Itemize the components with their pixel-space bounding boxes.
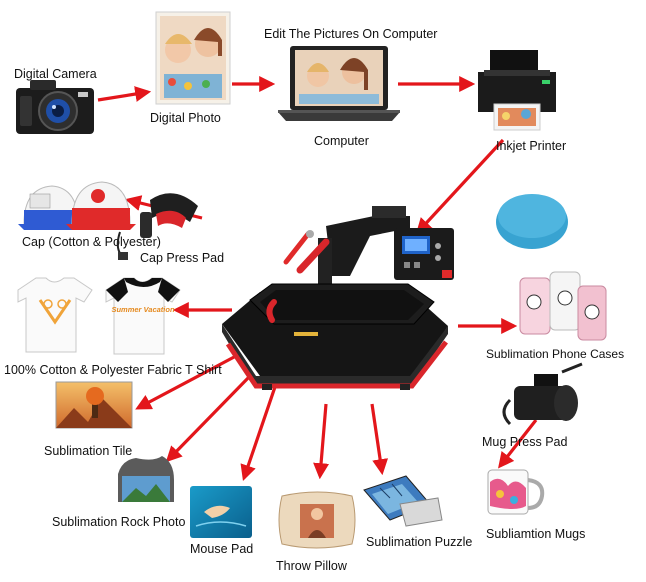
label-rock-photo: Sublimation Rock Photo xyxy=(52,515,185,529)
puzzle-icon xyxy=(363,475,443,527)
shirt-print-text: Summer Vacation xyxy=(111,305,174,314)
arrow-machine-to-tile xyxy=(135,354,237,410)
label-inkjet-printer: Inkjet Printer xyxy=(496,139,566,153)
arrow-machine-to-puzzle xyxy=(370,403,389,476)
label-computer: Computer xyxy=(314,134,369,148)
mug-blank-icon xyxy=(496,194,568,249)
arrow-mugpad-to-mugs xyxy=(498,419,538,469)
label-phone-cases: Sublimation Phone Cases xyxy=(486,347,624,361)
arrow-machine-to-pillow xyxy=(313,403,330,480)
label-throw-pillow: Throw Pillow xyxy=(276,559,348,573)
label-mug-press-pad: Mug Press Pad xyxy=(482,435,568,449)
label-sublimation-puzzle: Sublimation Puzzle xyxy=(366,535,472,549)
label-digital-camera: Digital Camera xyxy=(14,67,97,81)
throw-pillow-icon xyxy=(278,491,356,549)
label-mouse-pad: Mouse Pad xyxy=(190,542,253,556)
laptop-icon xyxy=(278,46,400,121)
heat-press-machine-icon xyxy=(222,206,454,390)
white-tshirt-icon xyxy=(17,277,93,353)
cap-press-pad-icon xyxy=(116,193,198,260)
mouse-pad-icon xyxy=(190,486,252,538)
rock-photo-icon xyxy=(118,456,174,502)
label-edit-pictures: Edit The Pictures On Computer xyxy=(264,27,437,41)
mug-press-pad-icon xyxy=(502,362,583,426)
printed-tshirt-icon: Summer Vacation xyxy=(105,277,181,355)
cap-icon xyxy=(18,181,136,230)
phone-cases-icon xyxy=(519,271,607,341)
sublimation-mug-icon xyxy=(487,469,545,515)
label-digital-photo: Digital Photo xyxy=(150,111,221,125)
arrow-machine-to-rock xyxy=(165,374,252,463)
arrow-printer-to-machine xyxy=(415,138,505,235)
digital-camera-icon xyxy=(16,80,94,134)
label-cap-press-pad: Cap Press Pad xyxy=(140,251,224,265)
arrow-machine-to-mousepad xyxy=(240,383,278,482)
label-cap: Cap (Cotton & Polyester) xyxy=(22,235,161,249)
sublimation-tile-icon xyxy=(55,381,133,429)
label-sublimation-tile: Sublimation Tile xyxy=(44,444,132,458)
label-mugs: Subliamtion Mugs xyxy=(486,527,585,541)
label-tshirt: 100% Cotton & Polyester Fabric T Shirt xyxy=(4,363,222,377)
arrow-camera-to-photo xyxy=(97,86,152,102)
digital-photo-icon xyxy=(155,11,231,105)
inkjet-printer-icon xyxy=(478,50,556,131)
